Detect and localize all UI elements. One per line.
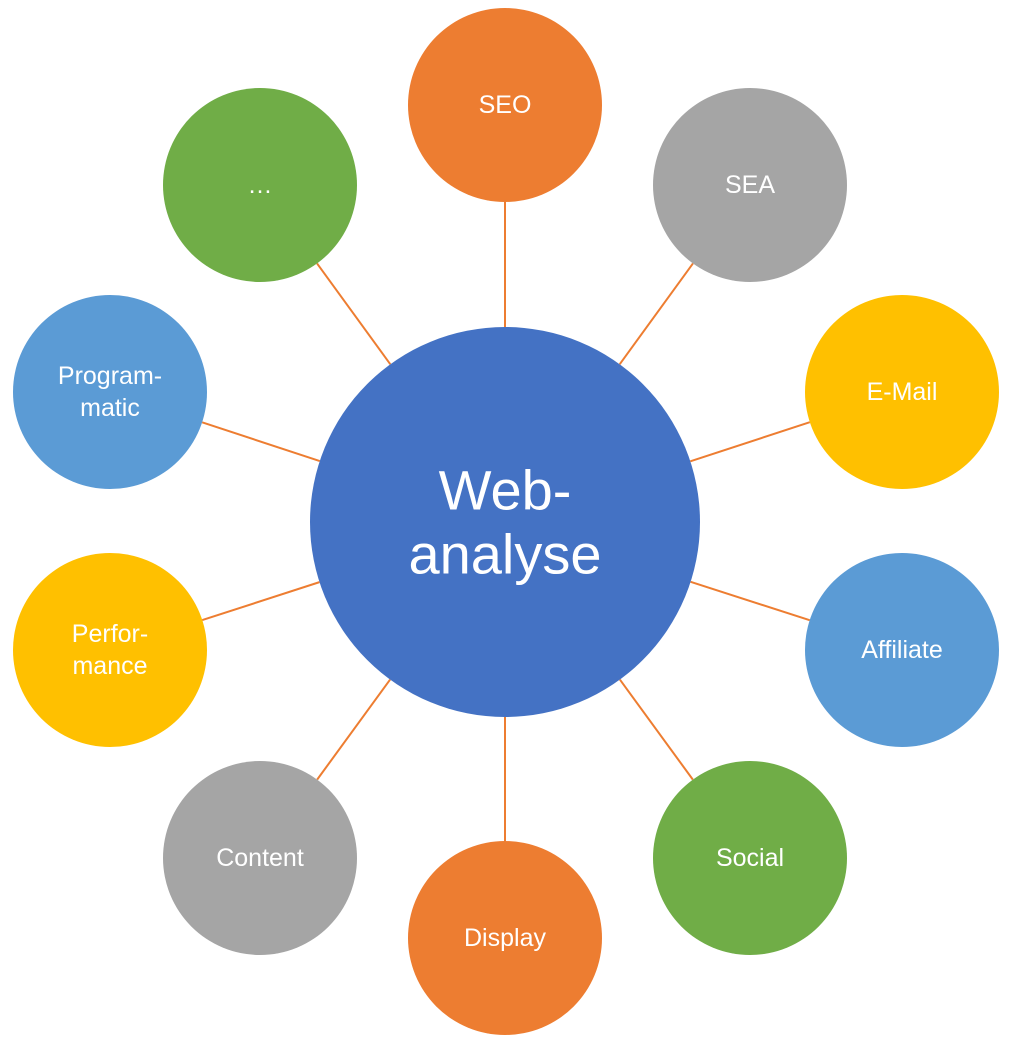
node-sea-circle [653, 88, 847, 282]
connector-more [316, 262, 392, 365]
web-analyse-hub-circle [310, 327, 700, 717]
node-social-label: Social [716, 844, 784, 872]
node-seo: SEO [408, 8, 602, 202]
node-affiliate-circle [805, 553, 999, 747]
connector-programmatic [201, 421, 321, 462]
web-analyse-hub-label-line-1: Web- [439, 459, 572, 522]
node-programmatic-label-line-2: matic [80, 394, 140, 422]
node-more: … [163, 88, 357, 282]
connector-performance [201, 581, 320, 622]
node-programmatic-label-line-1: Program- [58, 362, 162, 390]
connector-affiliate [690, 580, 810, 622]
node-performance-label-line-2: mance [72, 652, 147, 680]
connector-content [316, 678, 391, 781]
node-seo-label: SEO [479, 91, 532, 119]
connector-social [619, 678, 694, 781]
node-more-circle [163, 88, 357, 282]
node-performance-circle [13, 553, 207, 747]
node-email-circle [805, 295, 999, 489]
connector-email [690, 421, 811, 463]
node-content-circle [163, 761, 357, 955]
node-programmatic-circle [13, 295, 207, 489]
node-performance-label-line-1: Perfor- [72, 620, 148, 648]
node-seo-circle [408, 8, 602, 202]
hub-node: Web-analyse [310, 327, 700, 717]
node-email: E-Mail [805, 295, 999, 489]
node-display: Display [408, 841, 602, 1035]
node-content-label: Content [216, 844, 304, 872]
node-performance: Perfor-mance [13, 553, 207, 747]
connector-lines [201, 202, 811, 841]
node-sea-label: SEA [725, 171, 775, 199]
node-display-circle [408, 841, 602, 1035]
node-content: Content [163, 761, 357, 955]
web-analyse-hub-label-line-2: analyse [408, 523, 601, 586]
node-email-label: E-Mail [867, 378, 938, 406]
node-affiliate: Affiliate [805, 553, 999, 747]
node-display-label: Display [464, 924, 546, 952]
node-affiliate-label: Affiliate [861, 636, 943, 664]
node-sea: SEA [653, 88, 847, 282]
node-social-circle [653, 761, 847, 955]
node-social: Social [653, 761, 847, 955]
node-more-label: … [248, 171, 273, 199]
connector-sea [618, 262, 694, 365]
node-programmatic: Program-matic [13, 295, 207, 489]
